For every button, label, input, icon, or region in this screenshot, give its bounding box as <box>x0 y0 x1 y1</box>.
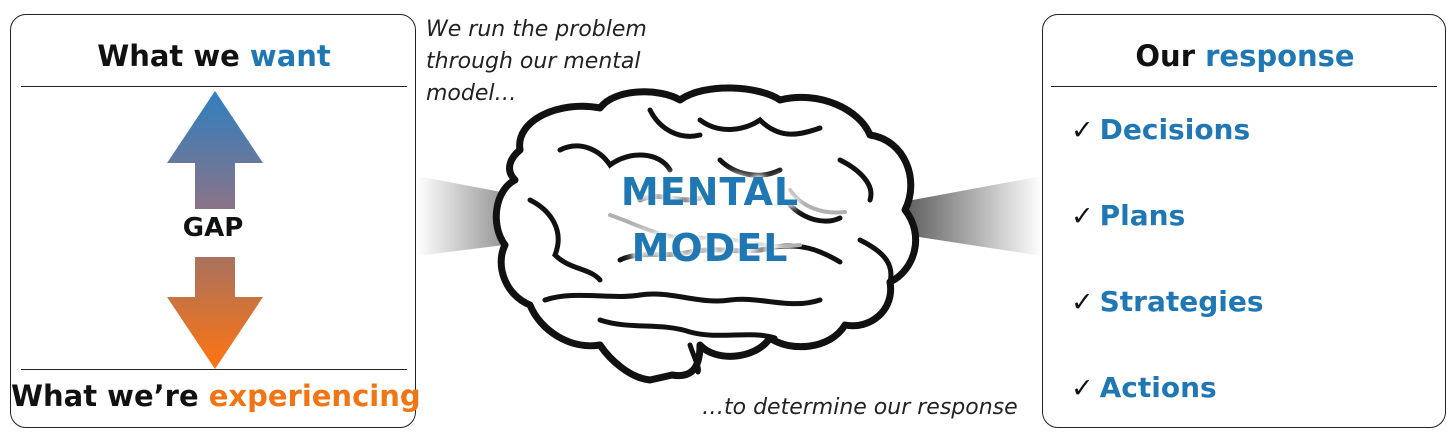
response-title: Our response <box>1135 39 1355 73</box>
divider-top <box>1051 86 1437 87</box>
divider-bottom <box>21 369 407 370</box>
top-note: We run the problem through our mental mo… <box>426 17 647 106</box>
want-vs-experience-panel: What we want GAP What we’re experiencing <box>10 14 421 428</box>
checkmark-icon: ✓ <box>1071 287 1094 318</box>
divider-top <box>21 86 407 87</box>
up-arrow-icon <box>167 91 263 209</box>
response-item-decisions: ✓Decisions <box>1071 113 1251 146</box>
brain-gray-folds <box>608 188 847 249</box>
checkmark-icon: ✓ <box>1071 373 1094 404</box>
gap-arrows-icon <box>167 91 263 369</box>
bottom-note: …to determine our response <box>702 395 1018 420</box>
response-item-strategies: ✓Strategies <box>1071 285 1264 318</box>
brain-folds <box>527 107 894 375</box>
response-panel: Our response ✓Decisions ✓Plans ✓Strategi… <box>1042 14 1446 428</box>
checkmark-icon: ✓ <box>1071 115 1094 146</box>
gap-label: GAP <box>182 213 244 243</box>
mental-model-label: MENTAL <box>620 170 800 214</box>
output-funnel <box>848 176 1042 256</box>
mental-model-label-line2: MODEL <box>631 226 789 270</box>
down-arrow-icon <box>167 257 263 369</box>
want-title: What we want <box>97 39 331 73</box>
response-item-actions: ✓Actions <box>1071 371 1217 404</box>
response-item-plans: ✓Plans <box>1071 199 1186 232</box>
experiencing-title: What we’re experiencing <box>11 379 421 413</box>
brain-icon <box>492 84 920 384</box>
checkmark-icon: ✓ <box>1071 201 1094 232</box>
